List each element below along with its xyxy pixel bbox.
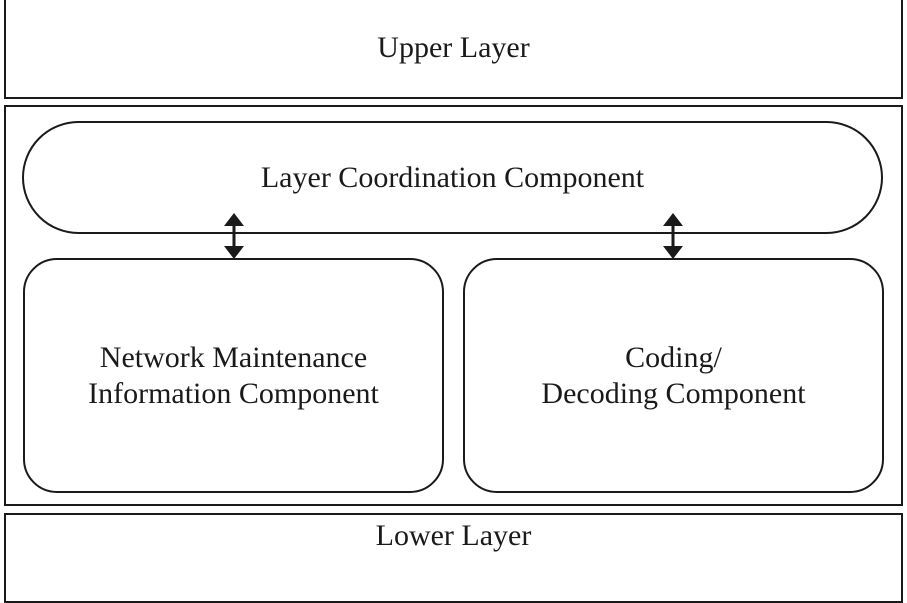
- coding-decoding-label-line2: Decoding Component: [541, 376, 806, 410]
- upper-layer-label: Upper Layer: [377, 30, 530, 64]
- lower-layer-label: Lower Layer: [375, 519, 532, 552]
- right-bidirectional-arrow: [663, 213, 683, 259]
- upper-layer-box: Upper Layer: [4, 0, 903, 99]
- layer-coordination-label: Layer Coordination Component: [260, 160, 645, 194]
- coding-decoding-label: Coding/ Decoding Component: [541, 340, 805, 412]
- network-maintenance-label-line2: Information Component: [88, 376, 379, 410]
- layer-coordination-component: Layer Coordination Component: [22, 121, 883, 234]
- lower-layer-box: Lower Layer: [4, 513, 903, 603]
- coding-decoding-label-line1: Coding/: [625, 340, 722, 374]
- network-maintenance-component: Network Maintenance Information Componen…: [23, 258, 444, 493]
- network-maintenance-label: Network Maintenance Information Componen…: [88, 340, 379, 412]
- left-bidirectional-arrow: [224, 213, 244, 259]
- coding-decoding-component: Coding/ Decoding Component: [463, 258, 884, 493]
- network-maintenance-label-line1: Network Maintenance: [99, 340, 368, 374]
